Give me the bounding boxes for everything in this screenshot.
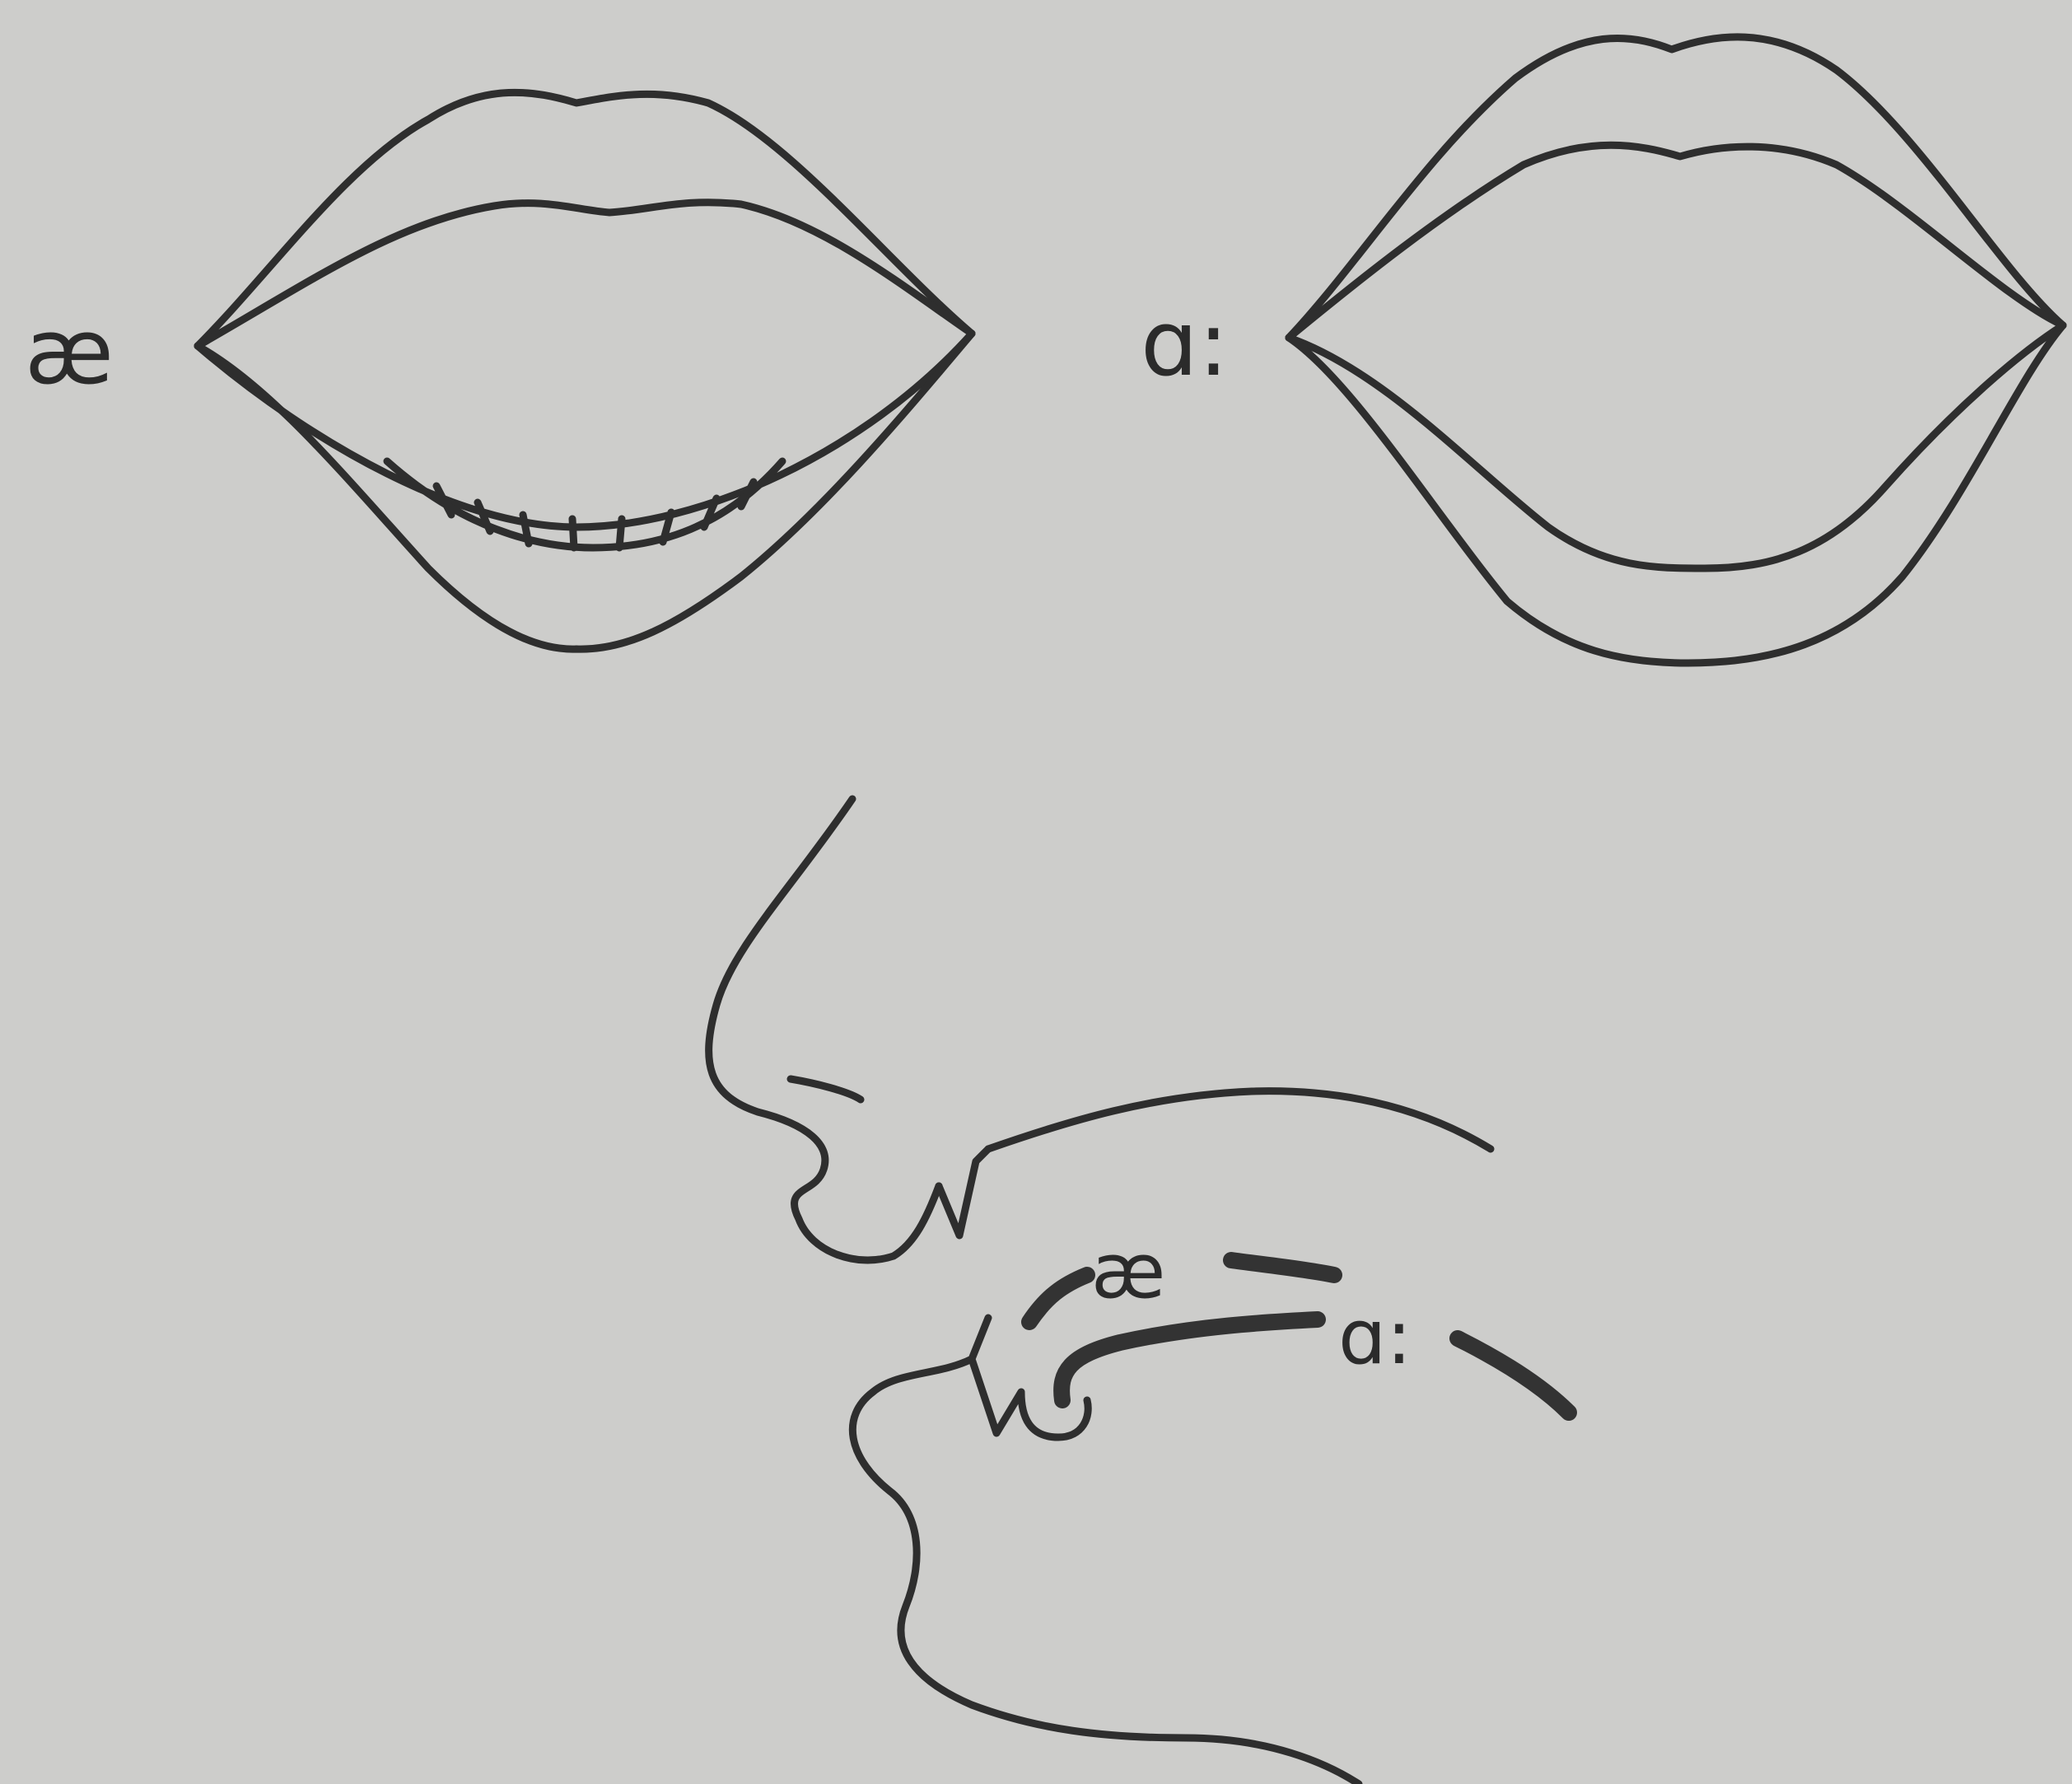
tongue-a-line-2 xyxy=(1458,1338,1569,1413)
lips-a xyxy=(1289,37,2063,663)
tongue-ae-line xyxy=(1029,1275,1087,1322)
lips-a-upper-outer xyxy=(1289,37,2063,338)
tongue-a-line xyxy=(1062,1319,1318,1400)
tongue-ae-label: æ xyxy=(1091,1227,1165,1315)
lips-a-lower-inner xyxy=(1289,325,2063,568)
profile-lower-lip-outer xyxy=(852,1359,1359,1784)
tongue-a-label: ɑ: xyxy=(1338,1293,1412,1381)
profile-nostril xyxy=(791,1079,861,1100)
lips-ae-mouth-bottom xyxy=(198,334,972,527)
lips-ae-teeth xyxy=(436,482,754,548)
profile-upper-teeth xyxy=(939,1149,988,1235)
lips-ae-label: æ xyxy=(25,299,114,404)
lips-ae-upper-outer xyxy=(198,92,972,346)
lips-ae-lower-outer xyxy=(198,334,972,649)
profile-palate xyxy=(988,1091,1491,1149)
tongue-ae-line-2 xyxy=(1231,1260,1334,1275)
lips-a-label: ɑ: xyxy=(1141,291,1229,396)
lips-ae xyxy=(198,92,972,649)
profile-nose xyxy=(709,799,939,1260)
lips-a-lower-outer xyxy=(1289,325,2063,663)
lips-a-upper-inner xyxy=(1289,145,2063,338)
